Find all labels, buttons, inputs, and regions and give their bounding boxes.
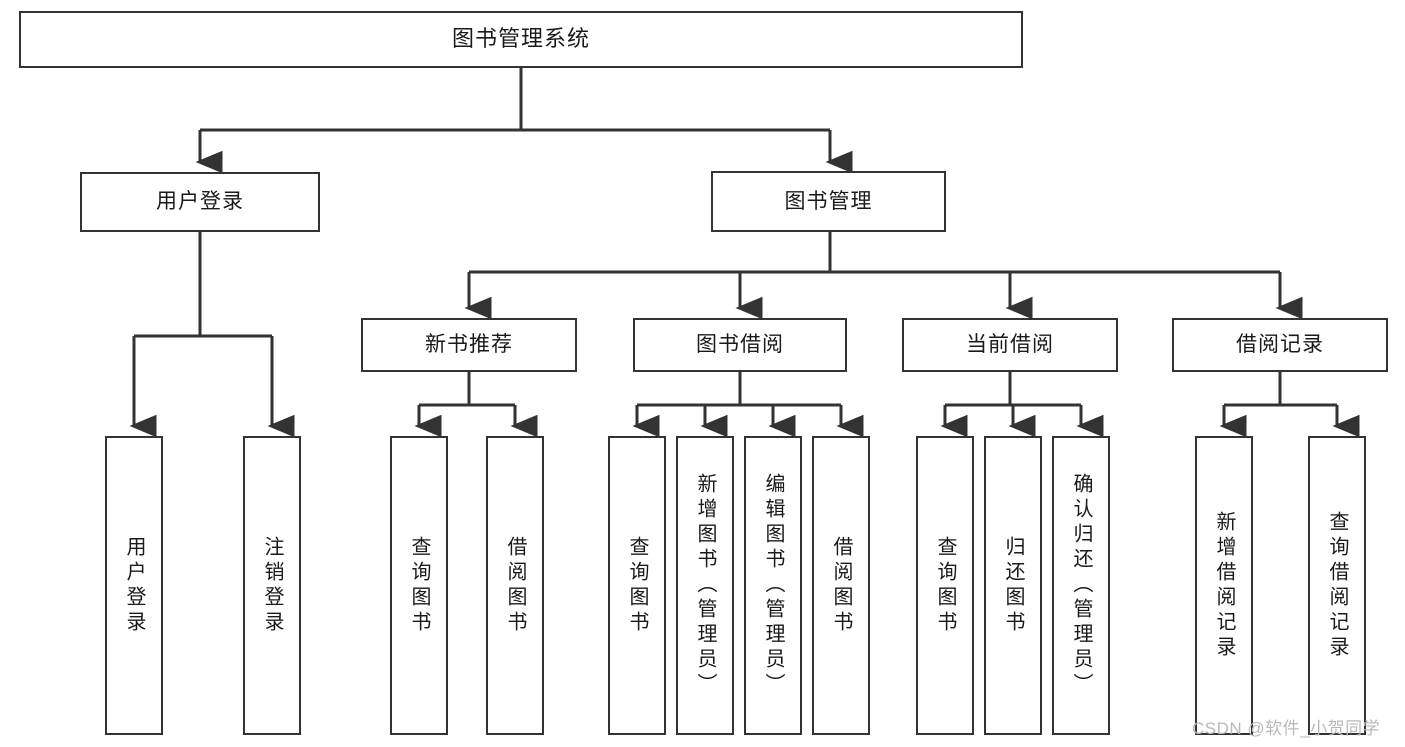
node-label: 图书借阅: [696, 333, 784, 357]
node-label: 借阅记录: [1236, 333, 1324, 357]
leaf-edit-book-admin[interactable]: 编辑图书（管理员）: [744, 436, 802, 735]
node-label: 当前借阅: [966, 333, 1054, 357]
node-label: 新书推荐: [425, 333, 513, 357]
leaf-return-book[interactable]: 归还图书: [984, 436, 1042, 735]
node-user-login[interactable]: 用户登录: [80, 172, 320, 232]
node-label: 查询图书: [626, 535, 648, 636]
node-current-borrow[interactable]: 当前借阅: [902, 318, 1118, 372]
node-label: 查询图书: [934, 535, 956, 636]
leaf-add-borrow-record[interactable]: 新增借阅记录: [1195, 436, 1253, 735]
node-label: 查询借阅记录: [1326, 510, 1348, 661]
node-label: 用户登录: [156, 190, 244, 214]
node-borrow-record[interactable]: 借阅记录: [1172, 318, 1388, 372]
node-label: 归还图书: [1002, 535, 1024, 636]
leaf-logout[interactable]: 注销登录: [243, 436, 301, 735]
node-label: 用户登录: [123, 535, 145, 636]
leaf-query-borrow-record[interactable]: 查询借阅记录: [1308, 436, 1366, 735]
node-label: 图书管理: [784, 189, 873, 213]
node-root-book-management-system[interactable]: 图书管理系统: [19, 11, 1023, 68]
leaf-query-book-recommend[interactable]: 查询图书: [390, 436, 448, 735]
leaf-query-book-borrow[interactable]: 查询图书: [608, 436, 666, 735]
node-label: 注销登录: [261, 535, 283, 636]
leaf-add-book-admin[interactable]: 新增图书（管理员）: [676, 436, 734, 735]
node-new-book-recommend[interactable]: 新书推荐: [361, 318, 577, 372]
leaf-borrow-book-recommend[interactable]: 借阅图书: [486, 436, 544, 735]
leaf-query-book-current[interactable]: 查询图书: [916, 436, 974, 735]
node-label: 查询图书: [408, 535, 430, 636]
node-label: 新增借阅记录: [1213, 510, 1235, 661]
node-book-management[interactable]: 图书管理: [711, 171, 946, 232]
node-label: 图书管理系统: [451, 26, 590, 52]
leaf-confirm-return-admin[interactable]: 确认归还（管理员）: [1052, 436, 1110, 735]
node-label: 编辑图书（管理员）: [762, 473, 784, 698]
node-label: 借阅图书: [830, 535, 852, 636]
leaf-user-login[interactable]: 用户登录: [105, 436, 163, 735]
leaf-borrow-book[interactable]: 借阅图书: [812, 436, 870, 735]
node-label: 借阅图书: [504, 535, 526, 636]
node-label: 确认归还（管理员）: [1070, 473, 1092, 698]
node-book-borrow[interactable]: 图书借阅: [633, 318, 847, 372]
node-label: 新增图书（管理员）: [694, 473, 716, 698]
